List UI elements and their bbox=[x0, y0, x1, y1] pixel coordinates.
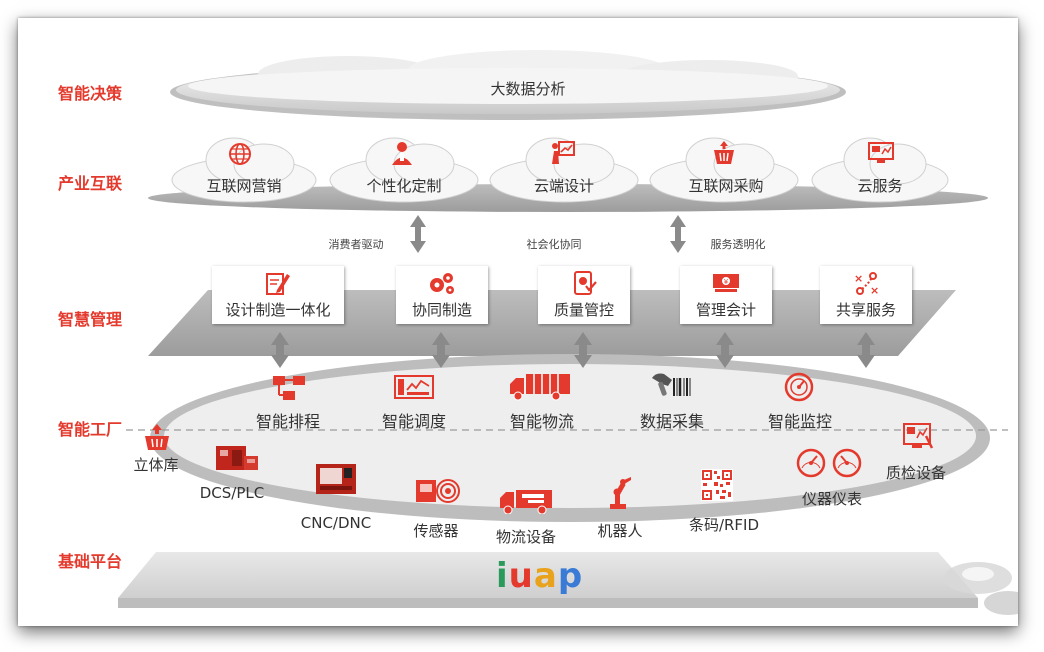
inspection-icon bbox=[902, 422, 934, 450]
cloud-label-procurement: 互联网采购 bbox=[688, 177, 764, 195]
connector-consumer-label: 消费者驱动 bbox=[328, 238, 384, 251]
device-label-inspection: 质检设备 bbox=[885, 464, 947, 482]
cloud-label-marketing: 互联网营销 bbox=[206, 177, 282, 195]
big-data-cloud bbox=[170, 50, 846, 120]
mgmt-label-collab: 协同制造 bbox=[411, 301, 472, 319]
device-label-sensor: 传感器 bbox=[413, 522, 459, 540]
gauge-icon bbox=[784, 372, 814, 402]
meters-icon bbox=[796, 448, 864, 478]
qrcode-icon bbox=[700, 468, 734, 502]
flowchart-icon bbox=[272, 374, 306, 402]
connector-social-label: 社会化协同 bbox=[526, 238, 582, 251]
gears-icon bbox=[427, 270, 457, 300]
share-icon: ×× bbox=[852, 270, 880, 300]
mgmt-label-accounting: 管理会计 bbox=[695, 301, 756, 319]
arrow-mgmt-4 bbox=[716, 332, 734, 368]
diagram-frame: 智能决策 产业互联 智慧管理 智能工厂 基础平台 大数据分析 互联网营销 个性化… bbox=[18, 18, 1018, 626]
cloud-label-design: 云端设计 bbox=[533, 177, 595, 195]
svg-text:¥: ¥ bbox=[724, 278, 729, 286]
platform-slab bbox=[118, 552, 978, 608]
dashboard-icon bbox=[394, 374, 434, 402]
industry-clouds bbox=[171, 137, 949, 203]
mgmt-box-accounting: ¥ 管理会计 bbox=[680, 266, 772, 324]
svg-text:×: × bbox=[854, 272, 863, 285]
mgmt-label-design: 设计制造一体化 bbox=[225, 301, 331, 319]
truck-icon bbox=[508, 372, 572, 402]
layer-label-platform: 基础平台 bbox=[58, 552, 123, 571]
mgmt-label-sharing: 共享服务 bbox=[835, 301, 896, 319]
design-icon bbox=[265, 270, 291, 300]
mgmt-box-quality: 质量管控 bbox=[538, 266, 630, 324]
device-label-rfid: 条码/RFID bbox=[688, 516, 760, 534]
layer-label-management: 智慧管理 bbox=[58, 310, 123, 329]
layer-label-factory: 智能工厂 bbox=[58, 420, 123, 439]
logistics-icon bbox=[498, 486, 556, 514]
device-label-cnc: CNC/DNC bbox=[300, 514, 372, 532]
mgmt-box-design: 设计制造一体化 bbox=[212, 266, 344, 324]
device-label-logistics: 物流设备 bbox=[495, 528, 557, 546]
arrow-service bbox=[670, 215, 686, 253]
sensor-icon bbox=[414, 478, 462, 506]
cloud-shape-2 bbox=[329, 137, 479, 203]
layer-label-industry: 产业互联 bbox=[58, 174, 123, 193]
presentation-icon bbox=[550, 140, 576, 166]
cloud-label-custom: 个性化定制 bbox=[366, 177, 442, 195]
basket-icon bbox=[711, 140, 737, 166]
arrow-consumer bbox=[410, 215, 426, 253]
mgmt-box-sharing: ×× 共享服务 bbox=[820, 266, 912, 324]
cnc-icon bbox=[314, 462, 358, 496]
layer-label-decision: 智能决策 bbox=[58, 84, 123, 103]
person-icon bbox=[390, 140, 414, 166]
decorative-parts bbox=[944, 562, 1018, 615]
globe-icon bbox=[228, 142, 252, 166]
scanner-icon bbox=[650, 370, 694, 402]
mgmt-box-collab: 协同制造 bbox=[396, 266, 488, 324]
arrow-mgmt-3 bbox=[574, 332, 592, 368]
svg-text:×: × bbox=[870, 284, 879, 296]
plc-icon bbox=[214, 442, 260, 474]
device-label-robot: 机器人 bbox=[597, 522, 643, 540]
device-label-plc: DCS/PLC bbox=[199, 484, 265, 502]
device-label-meters: 仪器仪表 bbox=[801, 490, 863, 508]
cloud-shape-5 bbox=[811, 137, 949, 203]
mgmt-label-quality: 质量管控 bbox=[553, 301, 614, 319]
arrow-mgmt-5 bbox=[857, 332, 875, 368]
factory-top-label-logistics: 智能物流 bbox=[509, 412, 575, 431]
arrow-mgmt-2 bbox=[432, 332, 450, 368]
device-label-warehouse: 立体库 bbox=[133, 456, 179, 474]
connector-service-label: 服务透明化 bbox=[710, 238, 766, 251]
money-icon: ¥ bbox=[711, 270, 741, 298]
cloud-label-service: 云服务 bbox=[857, 177, 903, 195]
monitor-icon bbox=[868, 142, 894, 164]
robot-icon bbox=[604, 474, 634, 510]
factory-top-label-scheduling: 智能排程 bbox=[255, 412, 321, 431]
big-data-label: 大数据分析 bbox=[490, 80, 566, 98]
cloud-shape-4 bbox=[649, 137, 799, 203]
warehouse-icon bbox=[142, 422, 172, 452]
iuap-logo: iuap bbox=[496, 556, 584, 596]
quality-icon bbox=[571, 270, 597, 300]
factory-top-label-dispatch: 智能调度 bbox=[381, 412, 447, 431]
arrow-mgmt-1 bbox=[271, 332, 289, 368]
factory-top-label-data: 数据采集 bbox=[639, 412, 705, 431]
factory-top-label-monitor: 智能监控 bbox=[767, 412, 833, 431]
